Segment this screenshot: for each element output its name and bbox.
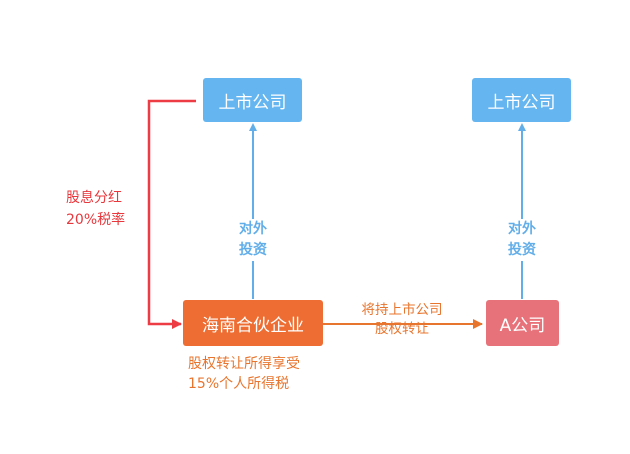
listed-company-right-node: 上市公司 (472, 78, 571, 122)
hainan-partnership-label: 海南合伙企业 (202, 315, 304, 336)
listed-company-left-label: 上市公司 (218, 92, 287, 113)
investment-label-left-line2: 投资 (239, 242, 267, 258)
investment-label-left: 对外 投资 (234, 219, 272, 261)
hainan-partnership-node: 海南合伙企业 (183, 300, 323, 346)
investment-label-right-line2: 投资 (508, 242, 536, 258)
dividend-arrow (147, 99, 196, 329)
transfer-label-line2: 股权转让 (375, 321, 429, 337)
investment-label-right-line1: 对外 (508, 221, 536, 237)
investment-label-left-line1: 对外 (239, 221, 267, 237)
investment-label-right: 对外 投资 (503, 219, 541, 261)
company-a-label: A公司 (499, 315, 546, 336)
dividend-label-line1: 股息分红 (66, 190, 122, 206)
listed-company-right-label: 上市公司 (487, 92, 556, 113)
tax-benefit-note: 股权转让所得享受 15%个人所得税 (188, 354, 300, 394)
transfer-label-line1: 将持上市公司 (361, 302, 443, 318)
transfer-label: 将持上市公司 股权转让 (352, 301, 452, 339)
listed-company-left-node: 上市公司 (203, 78, 302, 122)
tax-benefit-note-line2: 15%个人所得税 (188, 376, 290, 392)
dividend-label-line2: 20%税率 (66, 212, 126, 228)
tax-benefit-note-line1: 股权转让所得享受 (188, 356, 300, 372)
dividend-label: 股息分红 20%税率 (66, 187, 125, 231)
company-a-node: A公司 (486, 300, 559, 346)
